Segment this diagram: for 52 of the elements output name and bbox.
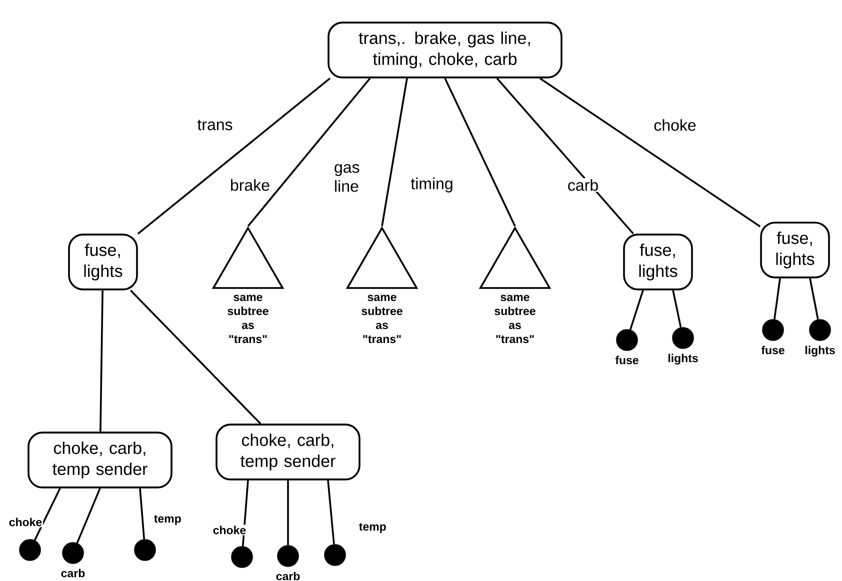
leaf-dot xyxy=(62,542,84,564)
leaf-label: carb xyxy=(276,572,300,580)
tree-node-box: trans,. brake, gas line, timing, choke, carb xyxy=(328,22,562,78)
subtree-note: same subtree as "trans" xyxy=(228,294,268,344)
tree-node-box: fuse, lights xyxy=(68,234,138,290)
tree-branch xyxy=(287,480,289,546)
tree-branch xyxy=(327,480,335,544)
tree-node-box: fuse, lights xyxy=(760,222,830,278)
tree-branch xyxy=(381,78,408,226)
tree-branch xyxy=(630,290,644,330)
branch-label: choke xyxy=(652,118,698,132)
tree-branch xyxy=(34,488,61,541)
subtree-note: same subtree as "trans" xyxy=(362,294,402,344)
tree-branch xyxy=(100,290,104,432)
branch-label: temp xyxy=(358,522,388,534)
tree-branch xyxy=(247,78,371,227)
leaf-label: carb xyxy=(61,568,85,578)
branch-label: timing xyxy=(410,176,454,194)
branch-label: temp xyxy=(152,514,182,526)
tree-branch xyxy=(137,78,331,235)
leaf-dot xyxy=(616,329,638,351)
leaf-dot xyxy=(809,319,831,341)
leaf-dot xyxy=(672,327,694,349)
tree-branch xyxy=(672,290,682,328)
branch-label: choke xyxy=(212,524,248,536)
leaf-label: fuse xyxy=(615,356,638,364)
leaf-dot xyxy=(134,539,156,561)
branch-label: carb xyxy=(566,178,600,192)
leaf-dot xyxy=(277,545,299,567)
tree-branch xyxy=(809,278,819,320)
tree-node-box: choke, carb, temp sender xyxy=(28,432,172,488)
leaf-dot xyxy=(762,319,784,341)
branch-label: brake xyxy=(229,178,272,192)
tree-branch xyxy=(444,78,516,227)
tree-branch xyxy=(139,488,146,540)
subtree-note: same subtree as "trans" xyxy=(494,294,536,344)
branch-label: choke xyxy=(8,516,44,528)
tree-node-box: choke, carb, temp sender xyxy=(216,424,360,480)
tree-branch xyxy=(774,278,781,320)
tree-branch xyxy=(540,78,761,228)
leaf-dot xyxy=(19,539,41,561)
leaf-dot xyxy=(324,544,346,566)
tree-node-box: fuse, lights xyxy=(623,234,693,290)
branch-label: trans xyxy=(196,118,234,132)
tree-branch xyxy=(130,290,262,424)
leaf-label: lights xyxy=(668,354,698,365)
branch-label: gas line xyxy=(333,163,363,193)
tree-branch xyxy=(496,78,634,234)
leaf-label: lights xyxy=(805,346,835,357)
tree-branch xyxy=(76,488,101,544)
leaf-dot xyxy=(231,546,253,568)
leaf-label: fuse xyxy=(761,346,784,354)
